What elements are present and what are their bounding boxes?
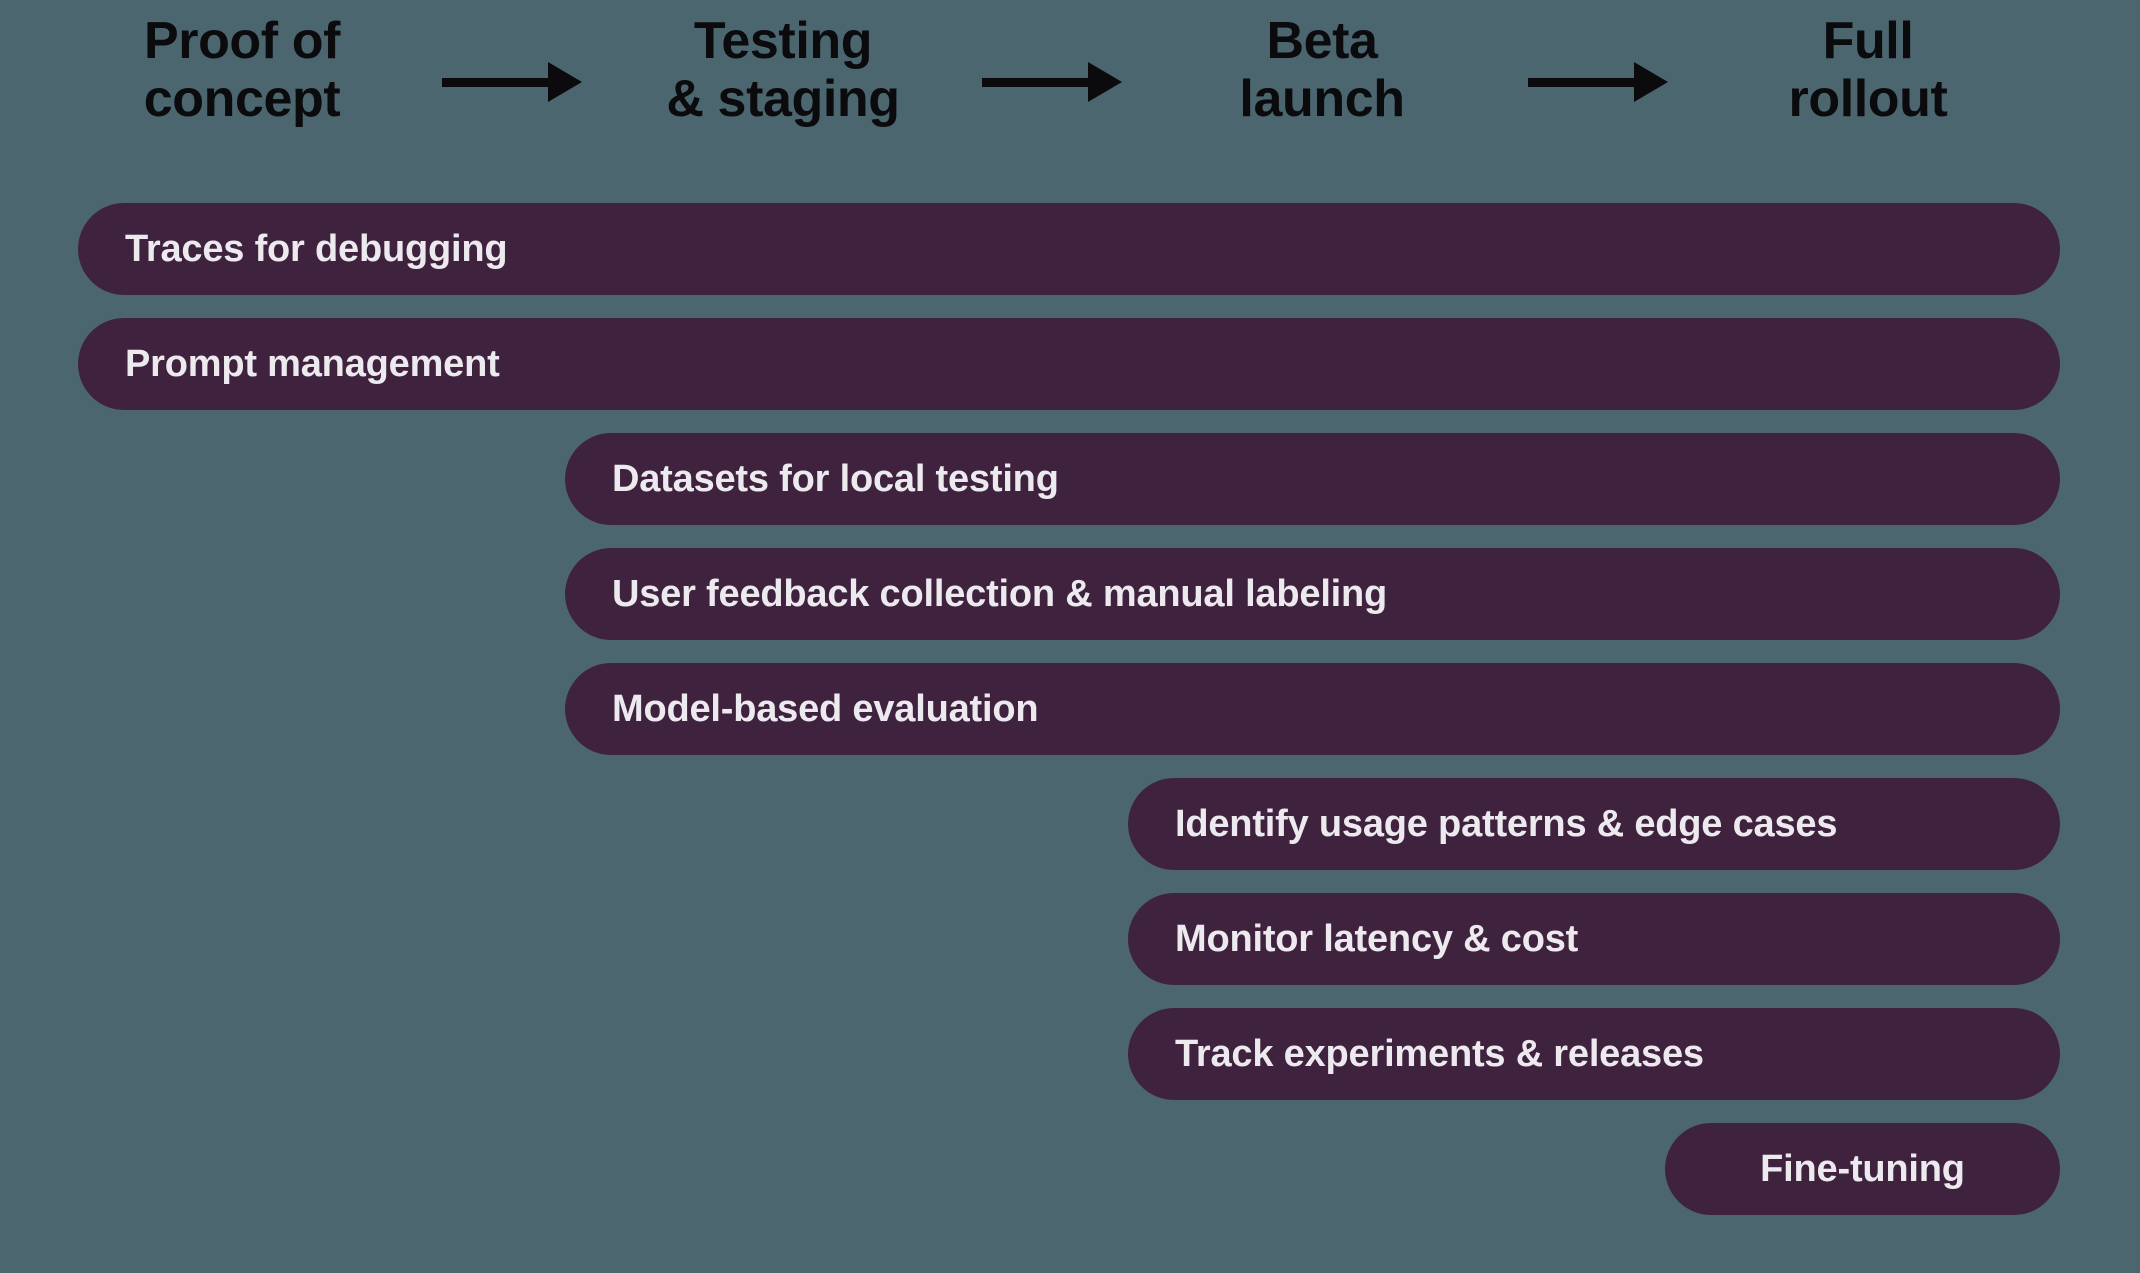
stage-label-line-2: launch: [1239, 70, 1405, 129]
arrow-head: [1634, 62, 1668, 102]
capability-bar-label: Monitor latency & cost: [1175, 918, 1579, 960]
stage-label-line-1: Beta: [1266, 12, 1378, 70]
capability-bar[interactable]: Prompt management: [78, 318, 2060, 410]
capability-bar-label: Traces for debugging: [125, 228, 508, 270]
capability-bar[interactable]: User feedback collection & manual labeli…: [565, 548, 2060, 640]
capability-bar[interactable]: Identify usage patterns & edge cases: [1128, 778, 2060, 870]
stage-label-line-2: concept: [143, 70, 341, 129]
arrow-head: [1088, 62, 1122, 102]
stage-label-line-1: Testing: [693, 12, 873, 70]
arrow-head: [548, 62, 582, 102]
capability-bar-label: Prompt management: [125, 343, 500, 385]
arrow-shaft: [442, 78, 552, 87]
stage-label-line-2: & staging: [666, 70, 900, 129]
capability-bar-label: Fine-tuning: [1760, 1148, 1965, 1190]
capability-bar[interactable]: Model-based evaluation: [565, 663, 2060, 755]
stage-label-2: Testing& staging: [563, 12, 1003, 128]
capability-bar-label: Datasets for local testing: [612, 458, 1059, 500]
capability-bar[interactable]: Fine-tuning: [1665, 1123, 2060, 1215]
arrow-shaft: [982, 78, 1092, 87]
stage-label-line-2: rollout: [1788, 70, 1948, 129]
capability-bar[interactable]: Traces for debugging: [78, 203, 2060, 295]
capability-bar-label: Identify usage patterns & edge cases: [1175, 803, 1838, 845]
stage-transition-arrow-icon-1: [442, 62, 582, 102]
stage-label-line-1: Full: [1822, 12, 1914, 70]
capability-bar[interactable]: Datasets for local testing: [565, 433, 2060, 525]
capability-bar[interactable]: Monitor latency & cost: [1128, 893, 2060, 985]
arrow-shaft: [1528, 78, 1638, 87]
capability-bar[interactable]: Track experiments & releases: [1128, 1008, 2060, 1100]
stage-transition-arrow-icon-2: [982, 62, 1122, 102]
capability-bar-label: Track experiments & releases: [1175, 1033, 1704, 1075]
stage-transition-arrow-icon-3: [1528, 62, 1668, 102]
capability-bar-label: Model-based evaluation: [612, 688, 1039, 730]
capability-bar-label: User feedback collection & manual labeli…: [612, 573, 1388, 615]
stage-label-line-1: Proof of: [143, 12, 341, 70]
